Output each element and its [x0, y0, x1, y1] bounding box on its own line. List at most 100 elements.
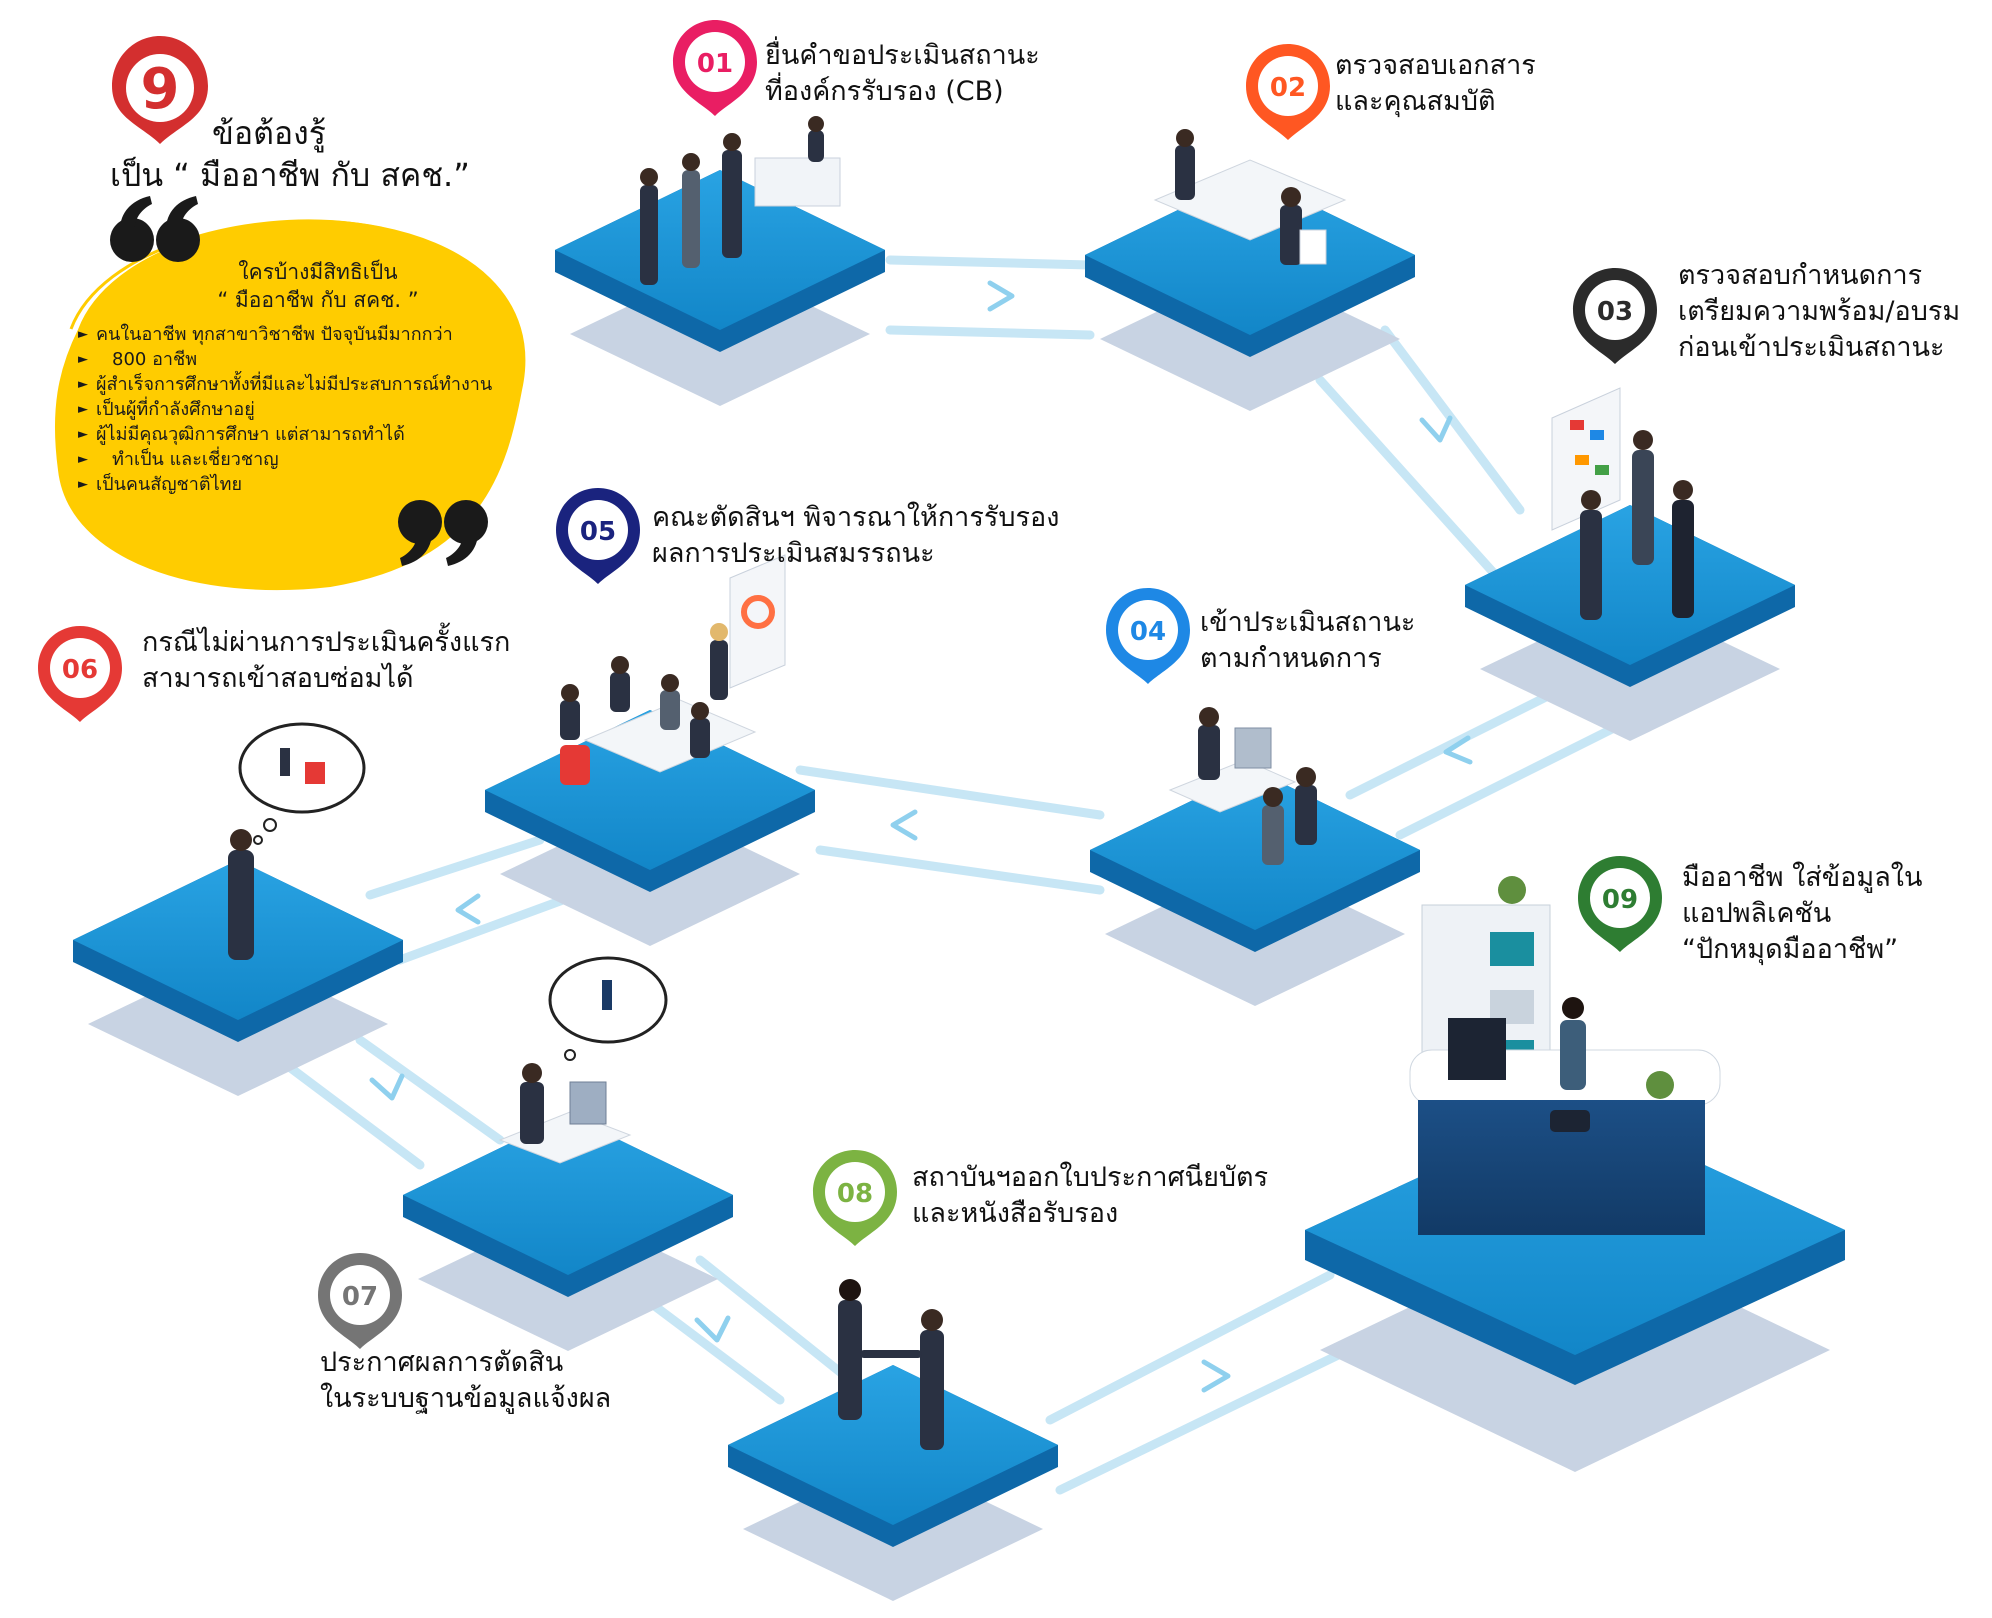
intro-line-1: ข้อต้องรู้: [212, 114, 326, 152]
step-number: 04: [1130, 617, 1166, 647]
step-07-label: ประกาศผลการตัดสิน ในระบบฐานข้อมูลแจ้งผล: [320, 1345, 611, 1417]
arrow-left-icon: [1443, 735, 1473, 765]
step-03-label: ตรวจสอบกำหนดการ เตรียมความพร้อม/อบรม ก่อ…: [1678, 258, 1960, 366]
step-number: 03: [1597, 297, 1633, 327]
step-09-line-2: แอปพลิเคชัน: [1682, 898, 1832, 929]
arrow-right-icon: [987, 280, 1015, 312]
pin-inner-circle: [1590, 868, 1650, 928]
step-07-line-2: ในระบบฐานข้อมูลแจ้งผล: [320, 1383, 612, 1414]
reception-desk: [754, 157, 841, 207]
committee-figure: [560, 554, 786, 785]
step-07-line-1: ประกาศผลการตัดสิน: [320, 1347, 564, 1378]
step-08-label: สถาบันฯออกใบประกาศนียบัตร และหนังสือรับร…: [912, 1160, 1268, 1232]
step-08-line-2: และหนังสือรับรอง: [912, 1198, 1119, 1229]
document-check-figure: [1153, 129, 1347, 265]
arrow-down-icon: [369, 1073, 405, 1101]
step-pin-03: 03: [1573, 268, 1657, 364]
platform-02: [1085, 175, 1415, 411]
path-02-03-b: [1315, 375, 1505, 585]
step-01-line-1: ยื่นคำขอประเมินสถานะ: [765, 40, 1040, 71]
path-06-07-a: [275, 1055, 425, 1170]
step-05-line-1: คณะตัดสินฯ พิจารณาให้การรับรอง: [652, 502, 1060, 533]
step-06-line-1: กรณีไม่ผ่านการประเมินครั้งแรก: [142, 627, 511, 658]
list-item: คนในอาชีพ ทุกสาขาวิชาชีพ ปัจจุบันมีมากกว…: [78, 322, 518, 347]
eligibility-list: ใครบ้างมีสิทธิเป็น “ มืออาชีพ กับ สคช. ”…: [78, 258, 518, 497]
training-board-figure: [1551, 387, 1694, 620]
step-number: 01: [697, 49, 733, 79]
step-04-line-2: ตามกำหนดการ: [1200, 643, 1382, 674]
direction-arrows: [369, 280, 1473, 1393]
list-item: ผู้ไม่มีคุณวุฒิการศึกษา แต่สามารถทำได้: [78, 422, 518, 447]
step-pin-01: 01: [673, 20, 757, 116]
path-06-07-b: [355, 1035, 505, 1145]
eligibility-heading: ใครบ้างมีสิทธิเป็น “ มืออาชีพ กับ สคช. ”: [78, 258, 518, 314]
step-pin-06: 06: [38, 626, 122, 722]
step-01-line-2: ที่องค์กรรับรอง (CB): [765, 76, 1004, 107]
step-03-line-3: ก่อนเข้าประเมินสถานะ: [1678, 332, 1945, 363]
step-number: 09: [1602, 885, 1638, 915]
pin-inner-circle: [330, 1265, 390, 1325]
list-item: เป็นคนสัญชาติไทย: [78, 472, 518, 497]
intro-line-2: เป็น “ มืออาชีพ กับ สคช.”: [110, 156, 470, 194]
handshake-figure: [838, 1279, 944, 1450]
step-05-label: คณะตัดสินฯ พิจารณาให้การรับรอง ผลการประเ…: [652, 500, 1059, 572]
step-09-line-1: มืออาชีพ ใส่ข้อมูลใน: [1682, 862, 1923, 893]
brand-pin-icon: [112, 36, 208, 144]
path-05-06-a: [365, 835, 545, 900]
path-04-05-b: [815, 845, 1105, 895]
step-pin-04: 04: [1106, 588, 1190, 684]
pin-inner-circle: [1585, 280, 1645, 340]
arrow-right-icon: [1201, 1359, 1231, 1393]
step-06-line-2: สามารถเข้าสอบซ่อมได้: [142, 663, 414, 694]
step-04-line-1: เข้าประเมินสถานะ: [1200, 607, 1416, 638]
step-08-line-1: สถาบันฯออกใบประกาศนียบัตร: [912, 1162, 1269, 1193]
step-03-line-2: เตรียมความพร้อม/อบรม: [1678, 296, 1961, 327]
list-item: ทำเป็น และเชี่ยวชาญ: [78, 447, 518, 472]
pin-inner-circle: [825, 1162, 885, 1222]
arrow-down-icon: [694, 1315, 731, 1343]
step-04-label: เข้าประเมินสถานะ ตามกำหนดการ: [1200, 605, 1415, 677]
connector-paths: [275, 255, 1655, 1495]
list-item: เป็นผู้ที่กำลังศึกษาอยู่: [78, 397, 518, 422]
step-pin-02: 02: [1246, 44, 1330, 140]
step-06-label: กรณีไม่ผ่านการประเมินครั้งแรก สามารถเข้า…: [142, 625, 510, 697]
list-item: ผู้สำเร็จการศึกษาทั้งที่มีและไม่มีประสบก…: [78, 372, 518, 397]
step-pin-07: 07: [318, 1253, 402, 1349]
step-02-line-1: ตรวจสอบเอกสาร: [1335, 50, 1536, 81]
platforms: [73, 170, 1845, 1601]
step-pin-09: 09: [1578, 856, 1662, 952]
path-01-02-a: [885, 255, 1095, 270]
path-03-04-b: [1395, 705, 1655, 840]
path-01-02-b: [885, 325, 1095, 340]
pin-inner-circle: [1118, 600, 1178, 660]
step-pin-05: 05: [556, 488, 640, 584]
pin-inner-circle: [1258, 56, 1318, 116]
pin-inner-circle: [568, 500, 628, 560]
platform-06: [73, 860, 403, 1096]
pin-inner-circle: [50, 638, 110, 698]
eligibility-items: คนในอาชีพ ทุกสาขาวิชาชีพ ปัจจุบันมีมากกว…: [78, 322, 518, 497]
platform-01: [555, 170, 885, 406]
step-03-line-1: ตรวจสอบกำหนดการ: [1678, 260, 1923, 291]
platform-08: [728, 1365, 1058, 1601]
result-announcement-figure: [498, 956, 668, 1164]
intro-title: ข้อต้องรู้ เป็น “ มืออาชีพ กับ สคช.”: [110, 112, 470, 196]
platform-03: [1465, 505, 1795, 741]
standing-person: [228, 850, 254, 960]
step-number: 07: [342, 1282, 378, 1312]
step-09-label: มืออาชีพ ใส่ข้อมูลใน แอปพลิเคชัน “ปักหมุ…: [1682, 860, 1922, 968]
arrow-left-icon: [890, 809, 918, 841]
quote-open-icon: [110, 196, 200, 262]
step-02-label: ตรวจสอบเอกสาร และคุณสมบัติ: [1335, 48, 1536, 120]
step-01-label: ยื่นคำขอประเมินสถานะ ที่องค์กรรับรอง (CB…: [765, 38, 1040, 110]
brand-number: 9: [141, 57, 180, 122]
assessment-figure: [1168, 707, 1317, 865]
path-02-03-a: [1380, 325, 1525, 515]
step-pin-08: 08: [813, 1150, 897, 1246]
step-number: 05: [580, 517, 616, 547]
step-pins: 01 02 03 04 05 06 07 08 09: [38, 20, 1662, 1349]
retake-figure: [228, 722, 366, 960]
step-02-line-2: และคุณสมบัติ: [1335, 86, 1496, 117]
step-number: 08: [837, 1179, 873, 1209]
